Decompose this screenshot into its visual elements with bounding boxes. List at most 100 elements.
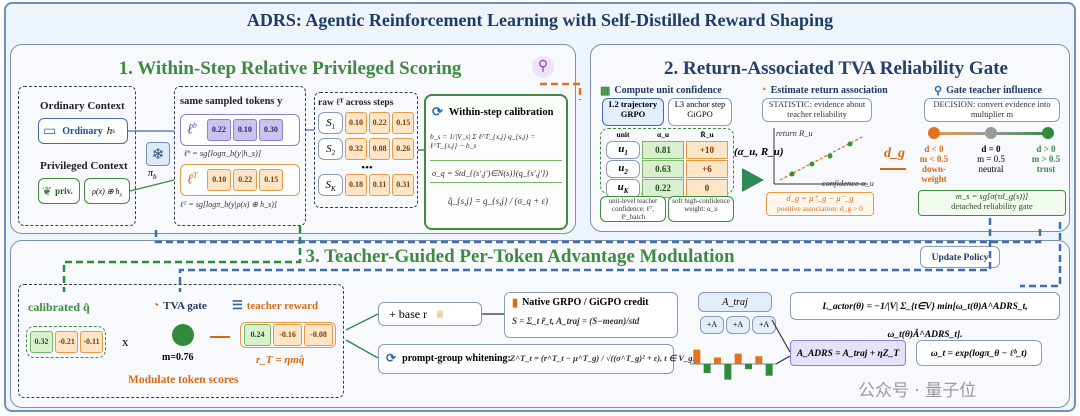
plus-a-chip: +A <box>700 316 724 334</box>
whitening-bar <box>714 357 721 364</box>
snowflake-icon: ❄ <box>146 142 170 166</box>
steps-ellipsis: ••• <box>361 162 373 174</box>
base-r-label: + base r <box>389 306 428 321</box>
l3-label: L3 anchor step <box>674 99 726 109</box>
lt-formula: ℓᵀ = sg[logπ_b(y|ρ(x) ⊕ h_s)] <box>180 200 278 209</box>
l3-box: L3 anchor step GiGPO <box>668 98 732 126</box>
table-row: uK 0.22 0 <box>606 179 728 198</box>
lb-row: ℓb 0.22 0.10 0.30 <box>180 114 300 146</box>
bar-chart-icon: ▮ <box>512 297 519 309</box>
omega-formula-box: ω_t = exp(logπ_θ − ℓᵇ_t) <box>916 340 1042 366</box>
ordinary-h: h <box>106 125 113 137</box>
modulate-group <box>18 284 344 398</box>
priv-formula-sub: s <box>119 192 122 199</box>
connector-orange <box>540 82 582 100</box>
dg-label: d_g <box>884 146 905 161</box>
step-row: S2 0.32 0.08 0.26 <box>318 138 416 160</box>
table-icon: ▦ <box>600 85 611 97</box>
diagram-title: ADRS: Agentic Reinforcement Learning wit… <box>246 10 834 30</box>
lt-val-2: 0.15 <box>259 169 284 191</box>
update-policy-box[interactable]: Update Policy <box>920 246 1000 268</box>
lb-val-2: 0.30 <box>258 119 283 141</box>
step-val: 0.08 <box>368 138 391 160</box>
gate-dot-pos <box>1042 127 1054 139</box>
arrow-whiten <box>345 339 379 359</box>
reward-arrow <box>210 336 230 338</box>
search-icon: ⚲ <box>934 85 943 97</box>
l2-label: L2 trajectory <box>608 99 658 109</box>
gigpo-label: GiGPO <box>687 109 713 119</box>
privileged-context-label: Privileged Context <box>40 160 128 172</box>
return-axis-label: return R_u <box>776 128 813 138</box>
native-credit-box <box>504 292 678 338</box>
connector-green <box>62 226 302 292</box>
grpo-label: GRPO <box>620 109 646 119</box>
reward-val: 0.24 <box>244 324 272 346</box>
scatter-point <box>789 171 795 177</box>
trophy-icon: ♕ <box>435 308 445 321</box>
scatter-plot <box>773 128 868 185</box>
adrs-formula: A_ADRS = A_traj + ηZ_T <box>796 349 900 359</box>
step-label: S1 <box>318 112 344 134</box>
compute-title: ▦ Compute unit confidence <box>600 85 722 97</box>
q-val: -0.21 <box>55 331 78 353</box>
unit-r: +6 <box>686 160 728 179</box>
reward-values: 0.24 -0.16 -0.08 <box>240 322 336 348</box>
scatter-point <box>827 153 833 159</box>
d-formula-box: d_g = μ⁺_g − μ⁻_g positive association: … <box>766 192 874 216</box>
arrow-base <box>345 313 379 331</box>
tokens-group <box>174 86 306 226</box>
whitening-box <box>378 344 674 374</box>
unit-name: u1 <box>606 141 640 160</box>
whitening-bar <box>745 364 752 370</box>
unit-table: unit α_u R̄_u u1 0.81 +10 u2 0.63 +6 uK … <box>604 128 730 199</box>
whitening-bar <box>755 356 763 364</box>
lt-val-0: 0.10 <box>207 169 232 191</box>
native-title: ▮ Native GRPO / GiGPO credit <box>512 297 649 309</box>
window-icon: ▭ <box>43 123 57 139</box>
step-label: S2 <box>318 138 344 160</box>
gate-case-zero: d = 0 m = 0.5 neutral <box>977 144 1005 174</box>
refresh-icon: ⟳ <box>432 104 443 119</box>
th-unit: unit <box>616 130 630 139</box>
alpha-r-label: (α_u, R_u) <box>734 146 784 158</box>
gate-dot-zero <box>985 127 997 139</box>
panel2-title: 2. Return-Associated TVA Reliability Gat… <box>664 58 1008 79</box>
native-formula: S = Σ_t r̃_t, A_traj = (S−mean)/std <box>512 316 640 326</box>
step-val: 0.10 <box>345 112 367 134</box>
step-val: 0.15 <box>392 112 414 134</box>
loss-formula: L_actor(θ) = −1/|V| Σ_{t∈V} min[ω_t(θ)A^… <box>822 302 1028 340</box>
whitening-label: ⟳ prompt-group whitening: <box>386 351 511 365</box>
gate-title: ⚲ Gate teacher influence <box>934 85 1042 97</box>
adrs-formula-box: A_ADRS = A_traj + ηZ_T <box>790 340 906 366</box>
scatter-point <box>847 141 853 147</box>
pi-b-sub: b <box>153 173 157 181</box>
unit-name: u2 <box>606 160 640 179</box>
calibrated-label: calibrated q̂ <box>28 300 90 314</box>
loss-formula-box: L_actor(θ) = −1/|V| Σ_{t∈V} min[ω_t(θ)A^… <box>790 292 1060 340</box>
lb-val-0: 0.22 <box>206 119 231 141</box>
step-label: SK <box>318 174 344 196</box>
refresh-icon: ⟳ <box>386 351 397 365</box>
tva-gate-label: ◔ TVA gate <box>152 298 207 312</box>
times-symbol: x <box>122 334 129 349</box>
reward-val: -0.08 <box>304 324 333 346</box>
pi-b-symbol: π <box>148 168 154 179</box>
teacher-reward-label: ☰ teacher reward <box>232 298 319 312</box>
layers-icon: ☰ <box>232 298 243 312</box>
arrow-to-adrs-1 <box>771 319 791 353</box>
calib-divider <box>430 160 562 161</box>
modulate-label: Modulate token scores <box>128 374 239 386</box>
brain-icon: ❦ <box>42 183 53 198</box>
priv-chip: priv. <box>55 186 73 196</box>
gate-case-pos: d > 0 m > 0.5 trust <box>1031 144 1061 174</box>
arrow-ctx-priv <box>129 179 175 192</box>
watermark: 公众号 · 量子位 <box>858 381 977 401</box>
tva-gate-dot <box>172 324 194 346</box>
connector-gate <box>178 218 992 292</box>
raw-steps-label: raw ℓᵀ across steps <box>318 98 394 108</box>
th-alpha: α_u <box>656 130 670 139</box>
th-r: R̄_u <box>700 130 714 139</box>
step-val: 0.11 <box>368 174 391 196</box>
m-formula: m_s = sg[σ(τd_g(s))] <box>955 191 1029 201</box>
